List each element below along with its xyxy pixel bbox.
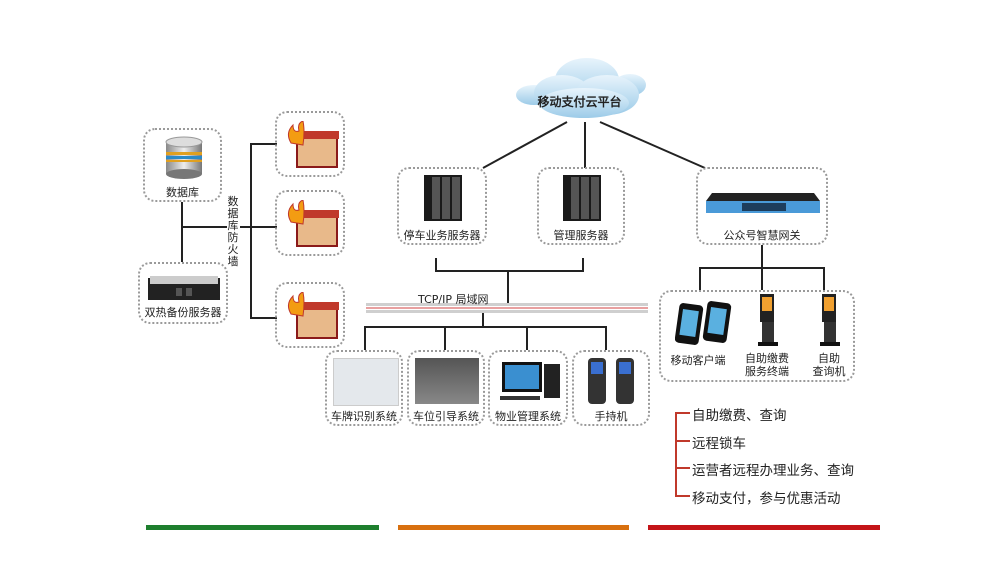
server-tower-icon xyxy=(563,175,601,221)
firewall-icon xyxy=(287,292,339,339)
management-server-label: 管理服务器 xyxy=(553,229,609,242)
gateway-node: 公众号智慧网关 xyxy=(696,167,828,245)
firewall-icon xyxy=(287,200,339,247)
firewall-node-1 xyxy=(275,111,345,177)
firewall-icon xyxy=(287,121,339,168)
feature-bracket xyxy=(675,412,690,497)
subsystem-parking-guidance: 车位引导系统 xyxy=(407,350,485,426)
backup-server-node: 双热备份服务器 xyxy=(138,262,228,324)
desktop-computer-icon xyxy=(500,362,560,400)
server-tower-icon xyxy=(424,175,462,221)
subsystem-plate-recognition: 车牌识别系统 xyxy=(325,350,403,426)
terminal-label: 自助缴费 服务终端 xyxy=(745,352,789,378)
subsystem-label: 物业管理系统 xyxy=(495,410,561,423)
link-firewalls xyxy=(250,143,277,319)
subsystem-label: 车牌识别系统 xyxy=(331,410,397,423)
plate-recognition-icon xyxy=(333,358,399,406)
cloud-label: 移动支付云平台 xyxy=(537,95,622,109)
firewall-label: 数 据 库 防 火 墙 xyxy=(227,195,239,268)
feature-item: 自助缴费、查询 xyxy=(692,408,787,424)
database-icon xyxy=(165,136,203,179)
subsystem-label: 车位引导系统 xyxy=(413,410,479,423)
backup-server-label: 双热备份服务器 xyxy=(144,306,222,319)
bottom-bar-red xyxy=(648,525,880,530)
database-node: 数据库 xyxy=(143,128,222,202)
lan-label: TCP/IP 局域网 xyxy=(418,293,489,306)
cloud-icon xyxy=(516,58,646,118)
firewall-node-2 xyxy=(275,190,345,256)
subsystem-property-management: 物业管理系统 xyxy=(488,350,568,426)
bottom-bar-orange xyxy=(398,525,629,530)
bottom-bar-green xyxy=(146,525,379,530)
link-cloud-gateway xyxy=(599,121,706,169)
subsystem-label: 手持机 xyxy=(594,410,628,423)
feature-item: 运营者远程办理业务、查询 xyxy=(692,463,854,479)
feature-item: 远程锁车 xyxy=(692,436,746,452)
link-lan-subsystems xyxy=(364,326,607,350)
link-servers-bracket xyxy=(435,258,584,272)
subsystem-handheld: 手持机 xyxy=(572,350,650,426)
lan-line-top xyxy=(366,303,648,306)
management-server-node: 管理服务器 xyxy=(537,167,625,245)
kiosk-icon xyxy=(758,294,778,346)
terminal-label: 移动客户端 xyxy=(670,354,726,367)
link-cloud-parking-server xyxy=(482,121,568,169)
terminal-label: 自助 查询机 xyxy=(812,352,846,378)
rack-server-icon xyxy=(148,276,220,300)
feature-item: 移动支付，参与优惠活动 xyxy=(692,491,841,507)
firewall-node-3 xyxy=(275,282,345,348)
gateway-label: 公众号智慧网关 xyxy=(723,229,801,242)
terminals-group: 移动客户端 自助缴费 服务终端 自助 查询机 xyxy=(659,290,855,382)
handheld-terminal-icon xyxy=(588,358,634,404)
parking-guidance-icon xyxy=(415,358,479,404)
cloud-platform: 移动支付云平台 xyxy=(512,55,647,125)
parking-server-label: 停车业务服务器 xyxy=(403,229,481,242)
kiosk-icon xyxy=(820,294,840,346)
lan-line-mid xyxy=(366,307,648,309)
smartphone-icon xyxy=(675,301,732,345)
lan-line-bottom xyxy=(366,310,648,313)
database-label: 数据库 xyxy=(166,186,199,199)
network-gateway-icon xyxy=(706,193,820,213)
parking-server-node: 停车业务服务器 xyxy=(397,167,487,245)
